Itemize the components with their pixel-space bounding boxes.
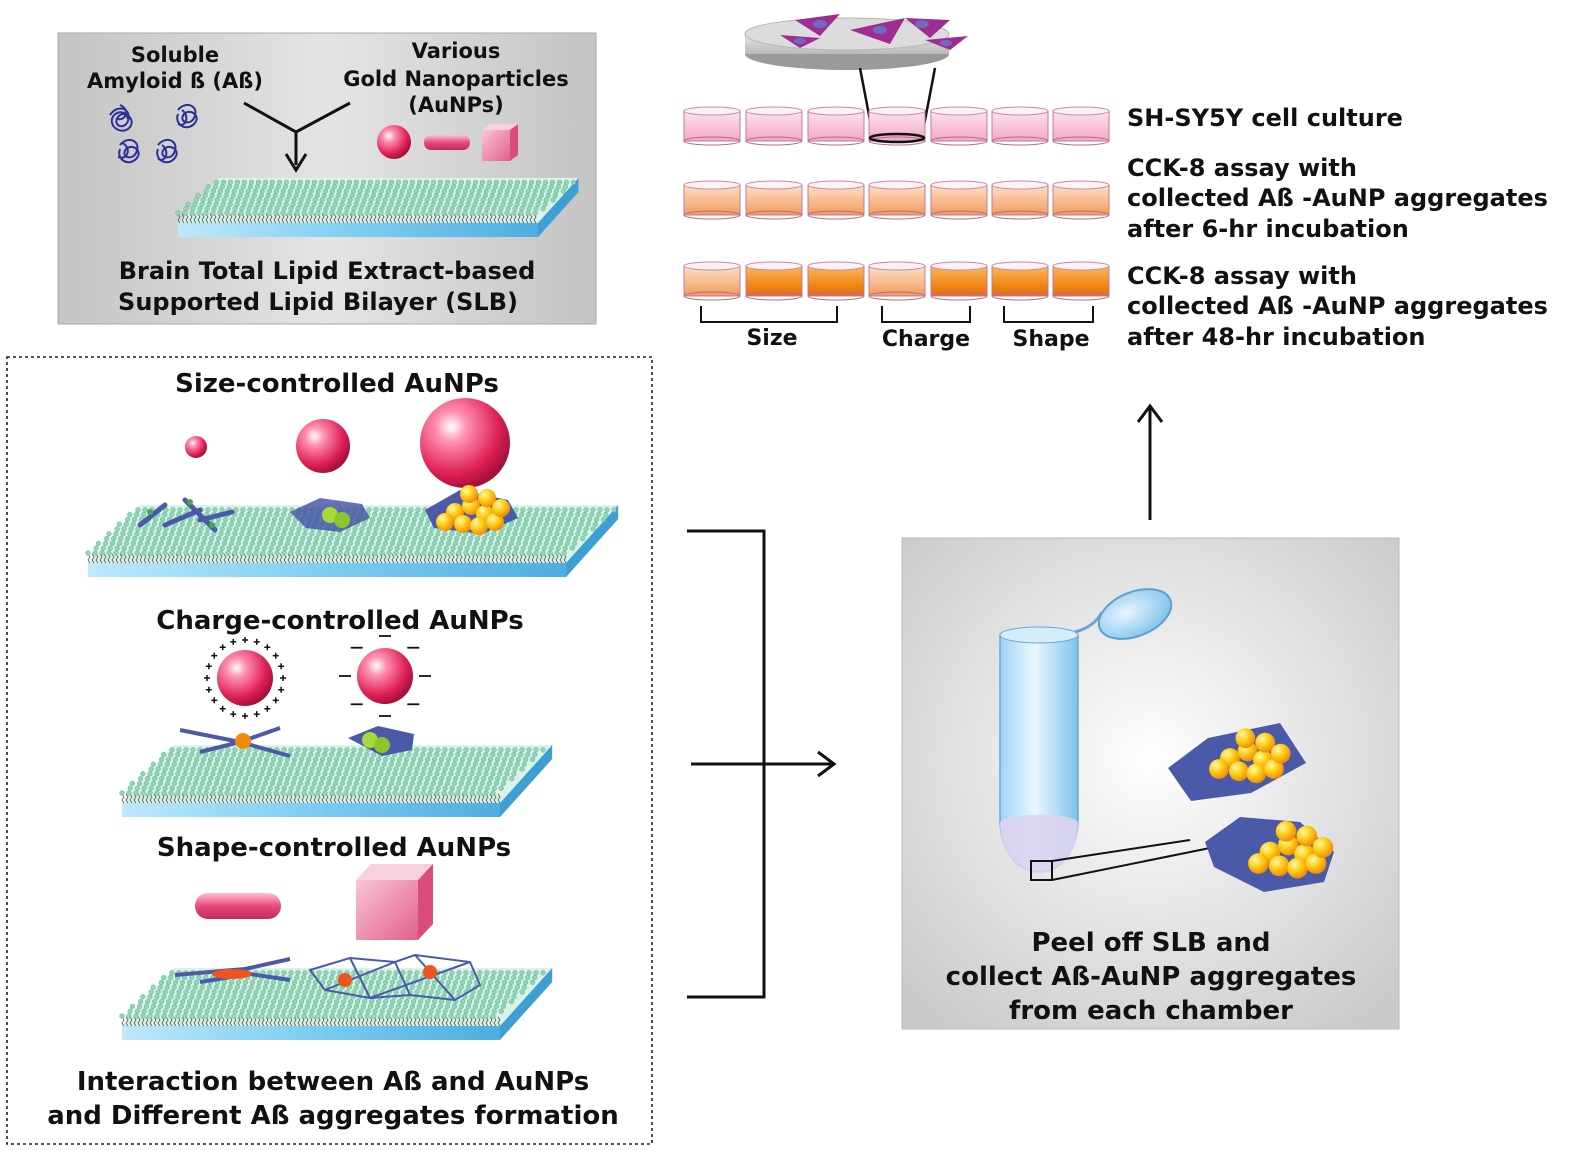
- selected-well-outline: [868, 132, 926, 144]
- collection-panel: Peel off SLB and collect Aß-AuNP aggrega…: [901, 537, 1400, 1030]
- fibril-aggregate-icon: [137, 497, 235, 533]
- charge-oligomer-aggregate-icon: [348, 726, 414, 756]
- collection-caption-line3: from each chamber: [1009, 996, 1293, 1026]
- petri-dish-icon: [807, 106, 865, 146]
- group-size-label: Size: [746, 326, 797, 351]
- bracket-connector: [687, 529, 837, 999]
- dotted-border: [6, 356, 653, 1145]
- petri-dish-icon: [745, 180, 803, 220]
- charge-fibril-aggregate-icon: [179, 726, 291, 758]
- petri-dish-icon: [991, 261, 1049, 301]
- label-soluble-line2: Amyloid ß (Aß): [87, 69, 263, 93]
- shape-slb-icon: [119, 968, 553, 1040]
- converge-arrow-icon: [243, 101, 351, 173]
- petri-dish-icon: [1052, 180, 1110, 220]
- medium-aunp-icon: [296, 419, 350, 473]
- petri-dish-icon: [1052, 261, 1110, 301]
- size-controlled-heading: Size-controlled AuNPs: [175, 369, 499, 399]
- petri-dish-icon: [868, 106, 926, 146]
- petri-dish-icon: [745, 106, 803, 146]
- shape-fibril-aggregate-icon: [174, 957, 291, 984]
- cell-culture-plate-icon: [744, 14, 968, 137]
- row2-label-line2: collected Aß -AuNP aggregates: [1127, 184, 1548, 212]
- slb-overview-panel: Soluble Amyloid ß (Aß) Various Gold Nano…: [57, 32, 597, 325]
- microcentrifuge-tube-icon: [999, 588, 1211, 881]
- petri-dish-icon: [930, 180, 988, 220]
- charge-controlled-heading: Charge-controlled AuNPs: [156, 606, 523, 636]
- supported-lipid-bilayer-icon: [175, 178, 579, 237]
- petri-dish-icon: [807, 180, 865, 220]
- collection-caption-line2: collect Aß-AuNP aggregates: [946, 962, 1357, 992]
- petri-dish-icon: [868, 180, 926, 220]
- shape-network-aggregate-icon: [308, 953, 482, 1002]
- charge-slb-icon: [119, 745, 553, 817]
- group-shape-label: Shape: [1012, 327, 1089, 352]
- collection-caption-line1: Peel off SLB and: [1031, 928, 1270, 958]
- interaction-caption-line2: and Different Aß aggregates formation: [47, 1101, 619, 1131]
- petri-dish-icon: [868, 261, 926, 301]
- petri-dish-icon: [683, 180, 741, 220]
- nanorod-icon: [195, 893, 281, 919]
- positive-aunp-icon: [204, 637, 286, 719]
- up-arrow-icon: [1136, 403, 1164, 520]
- gold-nanorod-icon: [424, 135, 470, 150]
- large-aunp-icon: [420, 398, 510, 488]
- collected-aggregate-icon-2: [1205, 817, 1334, 892]
- interaction-caption-line1: Interaction between Aß and AuNPs: [77, 1067, 589, 1097]
- dish-rows: [683, 106, 1110, 301]
- shape-controlled-heading: Shape-controlled AuNPs: [157, 833, 511, 863]
- petri-dish-icon: [683, 106, 741, 146]
- label-various-line3: (AuNPs): [408, 93, 504, 117]
- petri-dish-icon: [1052, 106, 1110, 146]
- row3-label-line2: collected Aß -AuNP aggregates: [1127, 292, 1548, 320]
- row2-label-line3: after 6-hr incubation: [1127, 215, 1409, 243]
- gold-nanocube-icon: [482, 124, 518, 161]
- row1-label: SH-SY5Y cell culture: [1127, 104, 1403, 132]
- group-brackets: [700, 306, 1094, 323]
- label-soluble-line1: Soluble: [131, 43, 219, 67]
- petri-dish-icon: [930, 261, 988, 301]
- petri-dish-icon: [991, 180, 1049, 220]
- collected-aggregate-icon-1: [1168, 723, 1306, 801]
- gold-nanosphere-icon: [377, 125, 411, 159]
- row3-label-line3: after 48-hr incubation: [1127, 323, 1426, 351]
- nanocube-icon: [356, 864, 433, 940]
- label-various-line1: Various: [412, 39, 501, 63]
- aunp-interaction-panel: Size-controlled AuNPs Charge-controlled …: [6, 356, 653, 1145]
- slb-caption-line2: Supported Lipid Bilayer (SLB): [118, 288, 518, 316]
- petri-dish-icon: [745, 261, 803, 301]
- negative-aunp-icon: [339, 635, 431, 717]
- row2-label-line1: CCK-8 assay with: [1127, 154, 1357, 182]
- plaque-aggregate-icon: [425, 485, 518, 535]
- petri-dish-icon: [807, 261, 865, 301]
- small-aunp-icon: [185, 436, 207, 458]
- amyloid-beta-monomer-icons: [109, 103, 198, 164]
- row3-label-line1: CCK-8 assay with: [1127, 262, 1357, 290]
- group-charge-label: Charge: [882, 327, 970, 352]
- petri-dish-icon: [991, 106, 1049, 146]
- label-various-line2: Gold Nanoparticles: [343, 67, 569, 91]
- petri-dish-icon: [930, 106, 988, 146]
- oligomer-aggregate-icon: [290, 498, 370, 532]
- petri-dish-icon: [683, 261, 741, 301]
- slb-caption-line1: Brain Total Lipid Extract-based: [119, 257, 536, 285]
- sh-sy5y-cells-icon: [780, 14, 968, 50]
